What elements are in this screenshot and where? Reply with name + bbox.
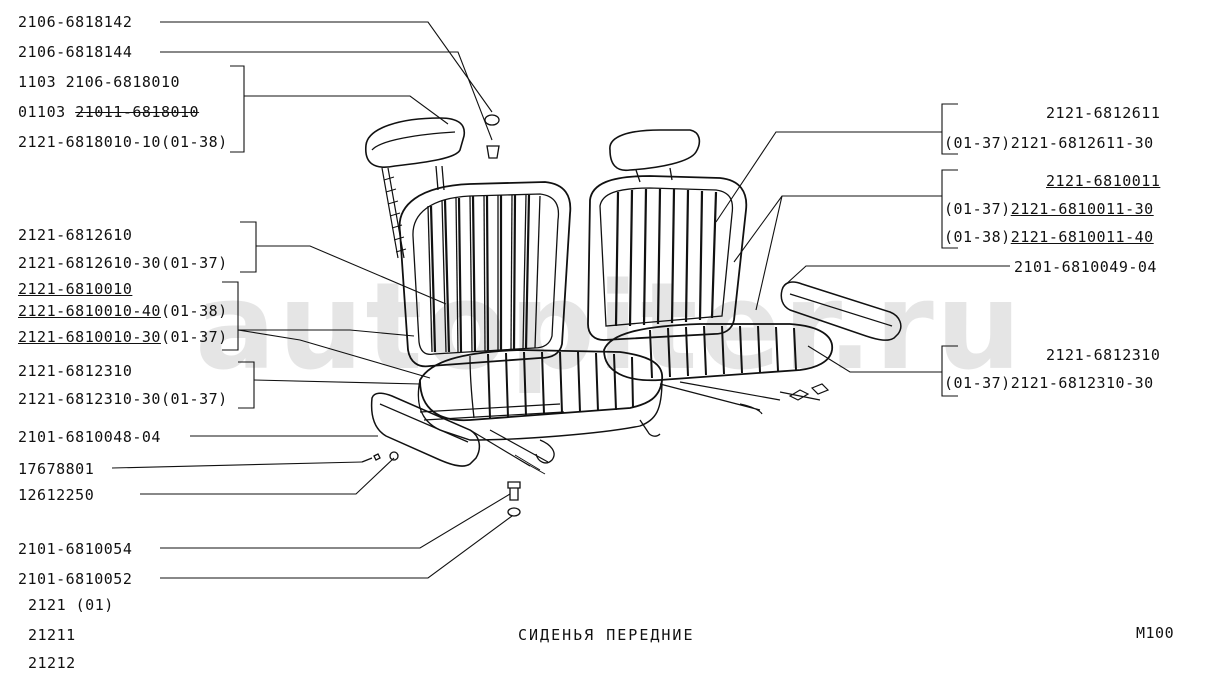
callout-label: 2121-6810010 bbox=[18, 280, 133, 298]
callout-code: (01-37) bbox=[944, 200, 1011, 218]
callout-label: (01-37)2121-6812310-30 bbox=[944, 374, 1154, 392]
callout-label: 2121-6810010-40(01-38) bbox=[18, 302, 228, 320]
callout-label: (01-37)2121-6812611-30 bbox=[944, 134, 1154, 152]
callout-code: (01-37) bbox=[944, 134, 1011, 152]
callout-label: 2121-6810011 bbox=[1046, 172, 1161, 190]
callout-code: 2121-6810011-30 bbox=[1010, 200, 1154, 218]
callout-code: 2121-6810010-30 bbox=[18, 328, 161, 346]
callout-code: 2121-6812310-30 bbox=[1010, 374, 1154, 392]
leader-lines bbox=[111, 21, 1010, 579]
model-label: 21212 bbox=[28, 654, 76, 672]
callout-code: (01-38) bbox=[160, 302, 228, 320]
callout-label: 2101-6810054 bbox=[18, 540, 133, 558]
callout-code: 2106-6818010 bbox=[65, 73, 181, 91]
callout-label: 01103 21011-6818010 bbox=[18, 103, 199, 121]
callout-label: 2121-6812610 bbox=[18, 226, 133, 244]
callout-label: 2106-6818142 bbox=[18, 13, 133, 31]
callout-code: 01103 bbox=[18, 103, 66, 121]
callout-label: 2101-6810049-04 bbox=[1014, 258, 1157, 276]
callout-label: 2121-6812310-30(01-37) bbox=[18, 390, 228, 408]
model-label: 21211 bbox=[28, 626, 76, 644]
callout-label: 2121-6810010-30(01-37) bbox=[18, 328, 228, 346]
callout-code: (01-37) bbox=[944, 374, 1011, 392]
callout-code: 1103 bbox=[18, 73, 57, 91]
left-seat-drawing bbox=[361, 114, 663, 517]
callout-label: 2121-6812310 bbox=[1046, 346, 1161, 364]
callout-label: (01-37)2121-6810011-30 bbox=[944, 200, 1154, 218]
callout-label: 2106-6818144 bbox=[18, 43, 133, 61]
watermark: autopiter.ru bbox=[195, 258, 1024, 397]
callout-code: 2121-6810010-40 bbox=[18, 302, 161, 320]
callout-code: 21011-6818010 bbox=[75, 103, 200, 121]
callout-label: 2101-6810052 bbox=[18, 570, 133, 588]
callout-label: 2121-6812610-30(01-37) bbox=[18, 254, 228, 272]
callout-label: 2121-6812611 bbox=[1046, 104, 1161, 122]
callout-label: 2121-6812310 bbox=[18, 362, 133, 380]
callout-label: 12612250 bbox=[18, 486, 95, 504]
callout-code: 2121-6812611-30 bbox=[1010, 134, 1154, 152]
callout-label: (01-38)2121-6810011-40 bbox=[944, 228, 1154, 246]
callout-label: 1103 2106-6818010 bbox=[18, 73, 180, 91]
page-code: M100 bbox=[1136, 624, 1175, 642]
callout-label: 2101-6810048-04 bbox=[18, 428, 161, 446]
model-label: 2121 (01) bbox=[28, 596, 114, 614]
page-title: СИДЕНЬЯ ПЕРЕДНИЕ bbox=[518, 626, 695, 644]
callout-label: 17678801 bbox=[18, 460, 95, 478]
callout-label: 2121-6818010-10(01-38) bbox=[18, 133, 228, 151]
callout-code: (01-37) bbox=[160, 328, 228, 346]
right-seat-drawing bbox=[587, 129, 902, 415]
callout-code: (01-38) bbox=[944, 228, 1011, 246]
callout-code: 2121-6810011-40 bbox=[1010, 228, 1154, 246]
